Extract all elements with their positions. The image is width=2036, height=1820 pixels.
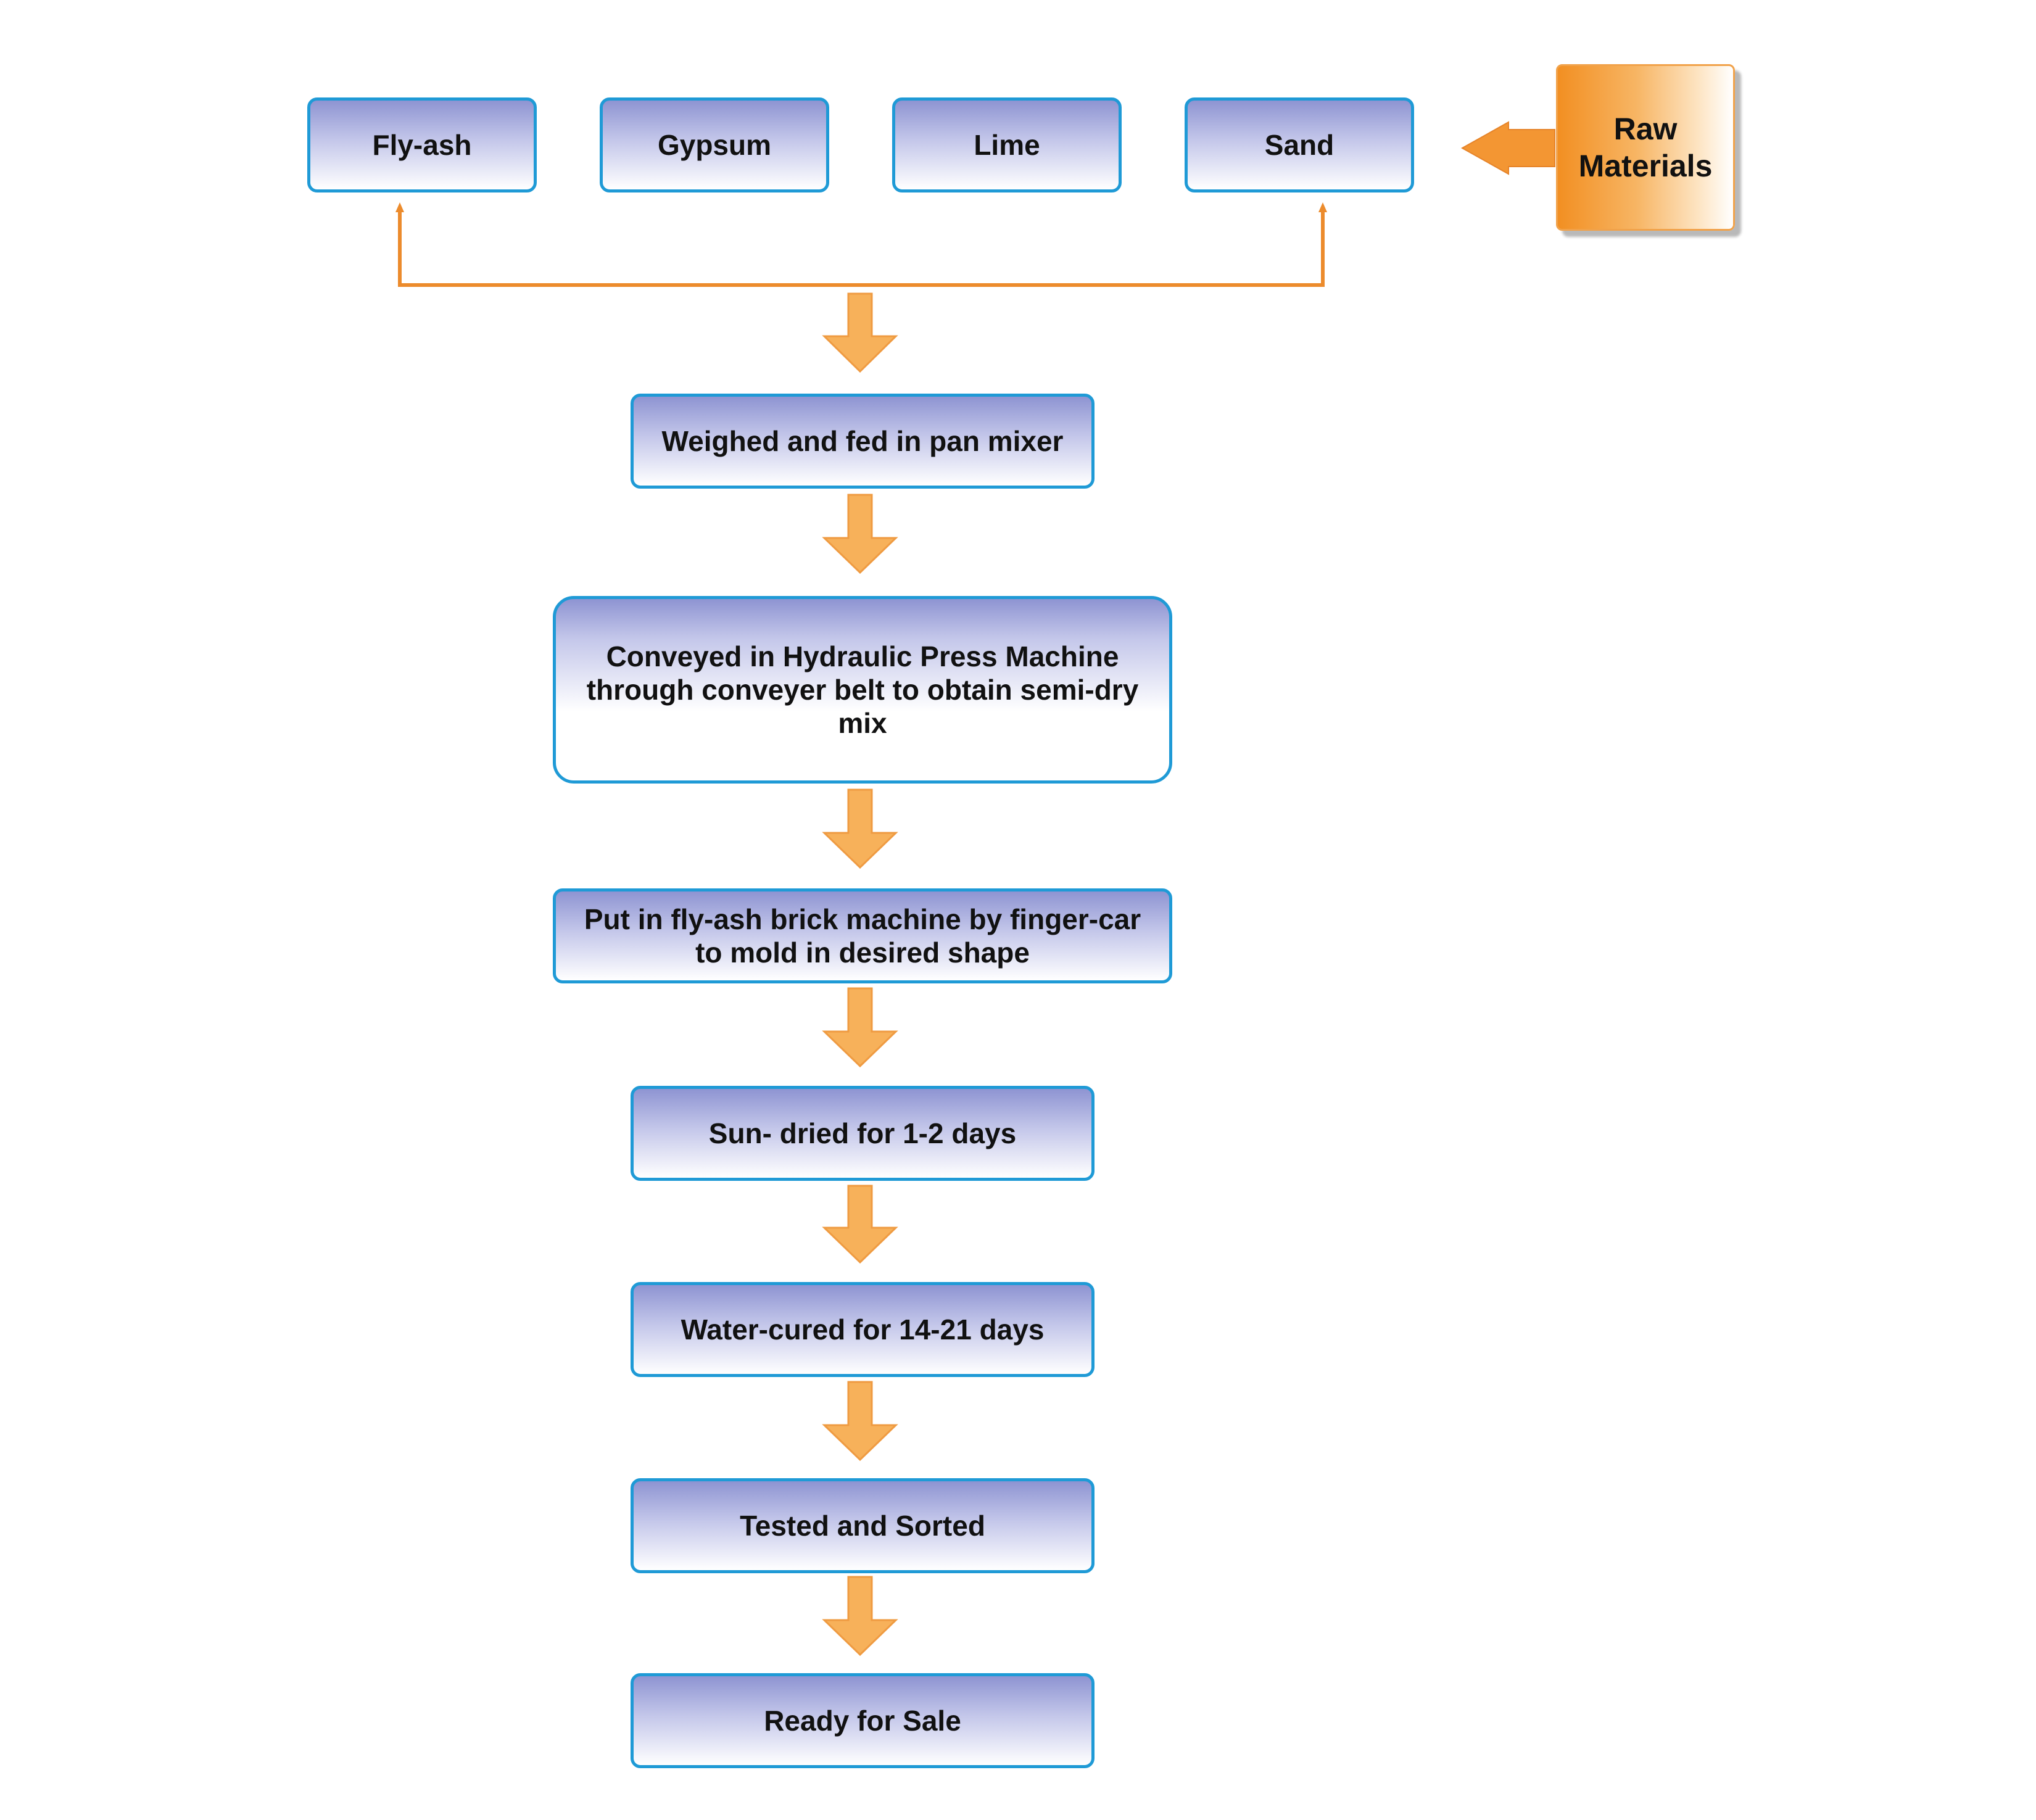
step-ready-label: Ready for Sale (764, 1705, 961, 1737)
step-weighed-label: Weighed and fed in pan mixer (661, 425, 1064, 457)
sand-arrowhead (1318, 202, 1327, 212)
step-tested-box: Tested and Sorted (631, 1478, 1095, 1573)
gypsum-label: Gypsum (657, 129, 772, 161)
step-mold-label: Put in fly-ash brick machine by finger-c… (584, 903, 1141, 969)
raw-materials-label-line1: Raw (1613, 112, 1678, 146)
down-arrows (822, 292, 898, 1657)
step-water-cured-label: Water-cured for 14-21 days (681, 1313, 1045, 1346)
step-tested-label: Tested and Sorted (740, 1510, 985, 1542)
step-mold-box: Put in fly-ash brick machine by finger-c… (553, 888, 1172, 983)
step-weighed-box: Weighed and fed in pan mixer (631, 394, 1095, 489)
raw-materials-label: Raw Materials (1579, 110, 1713, 184)
sand-label: Sand (1264, 129, 1335, 161)
down-arrow-7 (822, 1576, 898, 1657)
flyash-label: Fly-ash (372, 129, 472, 161)
raw-materials-box: Raw Materials (1556, 64, 1735, 231)
down-arrow-6 (822, 1381, 898, 1462)
lime-label: Lime (974, 129, 1040, 161)
raw-materials-arrow (1460, 121, 1555, 175)
step-water-cured-box: Water-cured for 14-21 days (631, 1282, 1095, 1377)
step-conveyed-label: Conveyed in Hydraulic Press Machine thro… (586, 640, 1139, 739)
down-arrow-5 (822, 1185, 898, 1264)
down-arrow-4 (822, 987, 898, 1068)
merge-bracket-line (398, 211, 1325, 287)
down-arrow-2 (822, 494, 898, 574)
gypsum-box: Gypsum (600, 97, 829, 192)
step-ready-box: Ready for Sale (631, 1673, 1095, 1768)
flyash-arrowhead (395, 202, 404, 212)
step-sun-dried-label: Sun- dried for 1-2 days (708, 1117, 1017, 1149)
flyash-box: Fly-ash (307, 97, 537, 192)
sand-box: Sand (1185, 97, 1414, 192)
raw-materials-label-line2: Materials (1578, 149, 1713, 183)
step-conveyed-box: Conveyed in Hydraulic Press Machine thro… (553, 596, 1172, 784)
down-arrow-3 (822, 788, 898, 869)
down-arrow-1 (822, 292, 898, 373)
step-sun-dried-box: Sun- dried for 1-2 days (631, 1086, 1095, 1181)
lime-box: Lime (892, 97, 1122, 192)
